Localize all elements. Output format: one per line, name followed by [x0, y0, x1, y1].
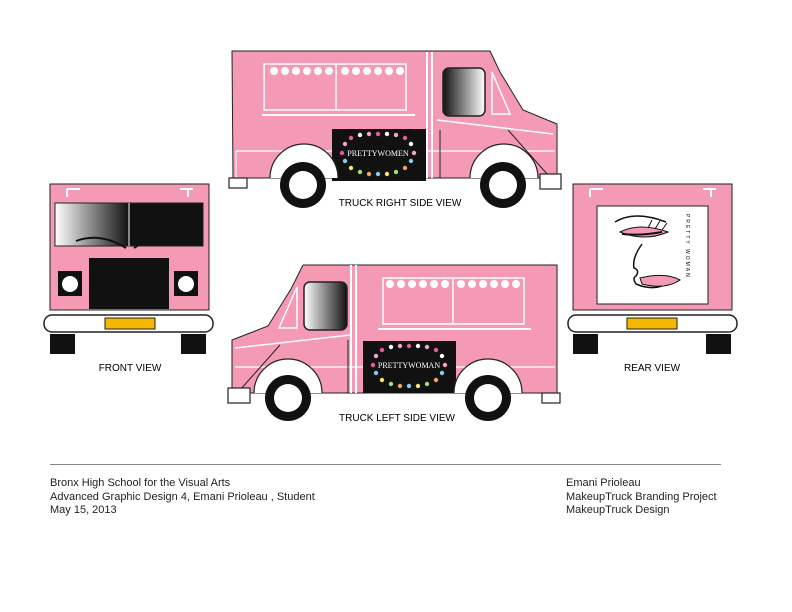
- sign-dots: [339, 131, 417, 177]
- left-side-view-label: TRUCK LEFT SIDE VIEW: [339, 413, 456, 424]
- left-headlight: [62, 276, 78, 292]
- front-bumper: [227, 387, 251, 404]
- face-illustration: [614, 215, 681, 289]
- design-name: MakeupTruck Design: [566, 504, 670, 516]
- truck-left-side-view: PRETTYWOMAN TRUCK LEFT SIDE VIEW: [227, 264, 561, 424]
- footer-right: Emani Prioleau MakeupTruck Branding Proj…: [566, 477, 717, 518]
- right-headlight: [178, 276, 194, 292]
- wipers: [75, 236, 183, 249]
- cab-window: [303, 281, 348, 331]
- footer-left: Bronx High School for the Visual Arts Ad…: [50, 477, 315, 518]
- window-lights: [386, 280, 520, 288]
- license-plate: [104, 317, 156, 330]
- rear-vertical-logo: PRETTY WOMAN: [684, 214, 690, 279]
- truck-rear-view: PRETTY WOMAN REAR VIEW: [567, 183, 738, 374]
- project-name: MakeupTruck Branding Project: [566, 490, 717, 503]
- rear-view-label: REAR VIEW: [624, 363, 681, 374]
- truck-front-view: FRONT VIEW: [43, 183, 214, 374]
- front-bumper: [539, 173, 562, 190]
- sign-dots: [370, 343, 448, 389]
- truck-right-side-view: PRETTYWOMEN TRUCK RIGHT SIDE VIEW: [228, 50, 562, 209]
- footer-divider: [50, 464, 721, 465]
- author-name: Emani Prioleau: [566, 477, 641, 489]
- sign-text: PRETTYWOMEN: [347, 149, 409, 158]
- right-side-view-label: TRUCK RIGHT SIDE VIEW: [339, 198, 462, 209]
- rear-bumper: [228, 177, 248, 189]
- rear-bumper: [541, 392, 561, 404]
- front-view-label: FRONT VIEW: [99, 363, 162, 374]
- school-name: Bronx High School for the Visual Arts: [50, 477, 231, 489]
- rear-license-plate: [626, 317, 678, 330]
- date: May 15, 2013: [50, 504, 117, 516]
- grille: [89, 258, 169, 309]
- course-info: Advanced Graphic Design 4, Emani Priolea…: [50, 490, 315, 503]
- sign-text: PRETTYWOMAN: [378, 361, 440, 370]
- cab-window: [442, 67, 486, 117]
- rear-door-panel: [596, 205, 709, 305]
- window-lights: [270, 67, 404, 75]
